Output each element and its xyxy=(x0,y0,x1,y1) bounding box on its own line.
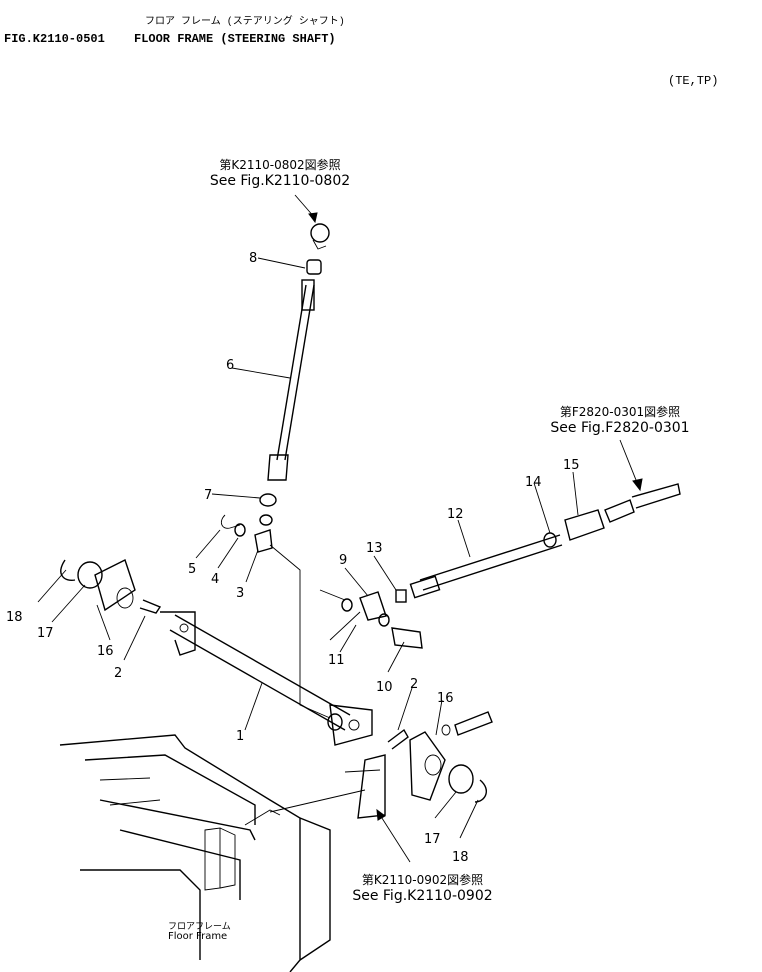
reference-bottom-en: See Fig.K2110-0902 xyxy=(352,888,493,904)
callout-4: 4 xyxy=(211,572,219,587)
reference-right[interactable]: 第F2820-0301図参照 See Fig.F2820-0301 xyxy=(530,403,710,436)
floor-frame xyxy=(59,734,331,972)
callout-17-left: 17 xyxy=(37,626,54,641)
model-variant: (TE,TP) xyxy=(668,74,719,88)
figure-title-japanese: フロア フレーム (ステアリング シャフト) xyxy=(145,17,345,28)
lever-bracket xyxy=(269,754,386,819)
callout-12: 12 xyxy=(447,507,464,522)
callout-16-right: 16 xyxy=(437,691,454,706)
callout-13: 13 xyxy=(366,541,383,556)
reference-top-en: See Fig.K2110-0802 xyxy=(209,173,351,189)
floor-frame-label-en: Floor Frame xyxy=(168,931,228,942)
callout-18-left: 18 xyxy=(6,610,23,625)
right-bearing xyxy=(387,711,493,803)
callout-3: 3 xyxy=(236,586,244,601)
reference-right-jp: 第F2820-0301図参照 xyxy=(559,405,681,419)
callout-2-left: 2 xyxy=(114,666,122,681)
callout-18-right: 18 xyxy=(452,850,469,865)
rod-assembly xyxy=(409,483,681,599)
callout-17-right: 17 xyxy=(424,832,441,847)
callout-8: 8 xyxy=(249,251,257,266)
link-hardware xyxy=(319,589,423,649)
callout-1: 1 xyxy=(236,729,244,744)
left-bearing xyxy=(60,559,162,614)
part-callouts: 1 2 2 3 4 5 6 7 8 9 10 11 12 13 14 15 16… xyxy=(6,251,580,865)
callout-7: 7 xyxy=(204,488,212,503)
leader-lines xyxy=(37,257,579,839)
callout-5: 5 xyxy=(188,562,196,577)
reference-top[interactable]: 第K2110-0802図参照 See Fig.K2110-0802 xyxy=(205,156,355,189)
callout-10: 10 xyxy=(376,680,393,695)
figure-id: FIG.K2110-0501 xyxy=(4,32,105,46)
reference-arrows xyxy=(294,194,643,863)
reference-right-en: See Fig.F2820-0301 xyxy=(550,420,690,436)
callout-11: 11 xyxy=(328,653,345,668)
figure-title: FLOOR FRAME (STEERING SHAFT) xyxy=(134,32,336,46)
callout-14: 14 xyxy=(525,475,542,490)
steering-shaft-assembly xyxy=(220,223,331,719)
reference-top-jp: 第K2110-0802図参照 xyxy=(219,158,341,172)
main-shaft xyxy=(160,611,373,746)
callout-6: 6 xyxy=(226,358,234,373)
callout-15: 15 xyxy=(563,458,580,473)
callout-16-left: 16 xyxy=(97,644,114,659)
callout-9: 9 xyxy=(339,553,347,568)
reference-bottom-jp: 第K2110-0902図参照 xyxy=(361,873,484,887)
reference-bottom[interactable]: 第K2110-0902図参照 See Fig.K2110-0902 xyxy=(335,871,510,904)
callout-2-right: 2 xyxy=(410,677,418,692)
